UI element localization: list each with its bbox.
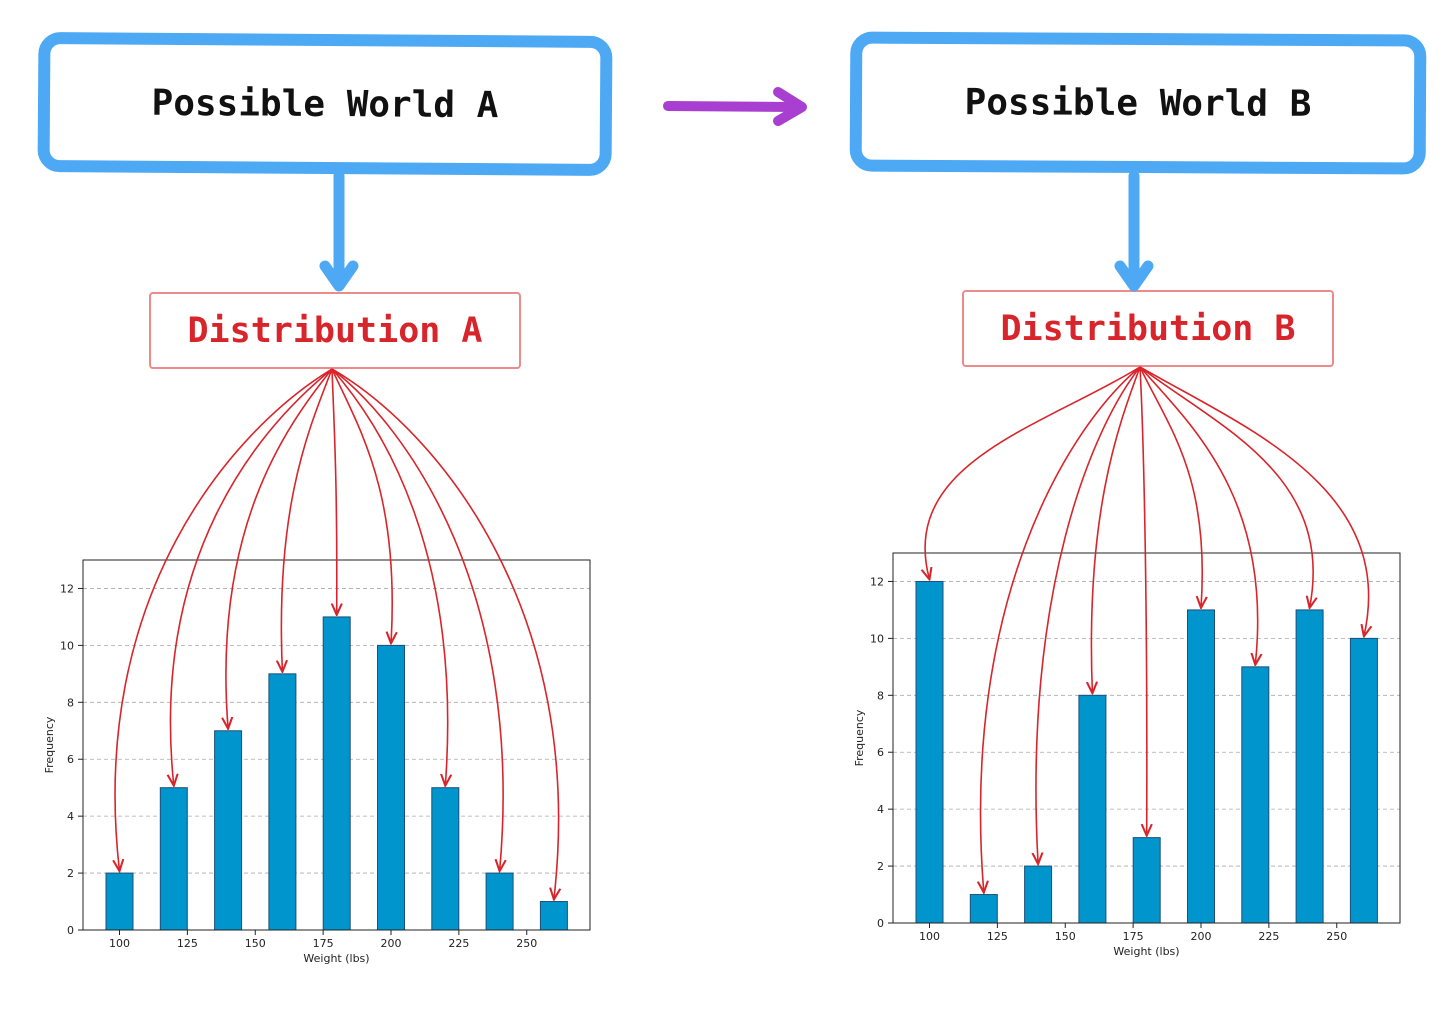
distribution-arrow (226, 368, 333, 729)
histogram-bar (214, 730, 243, 931)
histogram-bar (1132, 837, 1161, 924)
x-axis-label: Weight (lbs) (1113, 945, 1179, 958)
x-tick-label: 175 (1123, 930, 1144, 943)
x-tick-label: 150 (1055, 930, 1076, 943)
distribution-arrow (1091, 366, 1141, 693)
histogram-bar (1078, 694, 1107, 924)
histogram-bar (377, 644, 405, 931)
distribution-arrow (1139, 366, 1258, 665)
histogram-bar (539, 901, 568, 931)
y-tick-label: 10 (870, 632, 884, 645)
x-tick-label: 250 (1326, 930, 1347, 943)
distribution-arrow (331, 368, 503, 871)
x-tick-label: 100 (919, 930, 940, 943)
histogram-bar (915, 580, 944, 924)
distribution-a-label: Distribution A (187, 310, 483, 351)
distribution-arrow (332, 368, 337, 615)
y-tick-label: 8 (877, 689, 884, 702)
distribution-a-arrows (115, 368, 559, 900)
histogram-bar (1187, 609, 1215, 924)
x-tick-label: 250 (516, 937, 537, 950)
y-axis-label: Frequency (853, 709, 866, 766)
x-tick-label: 125 (987, 930, 1008, 943)
y-tick-label: 0 (67, 924, 74, 937)
x-tick-label: 225 (1258, 930, 1279, 943)
distribution-b-box: Distribution B (962, 290, 1334, 367)
x-tick-label: 200 (381, 937, 402, 950)
x-tick-label: 225 (448, 937, 469, 950)
y-tick-label: 4 (67, 810, 74, 823)
world-a-to-distribution-arrow (319, 170, 359, 292)
distribution-arrow (115, 368, 333, 871)
histogram-bar (322, 616, 351, 931)
world-transition-arrow (663, 87, 807, 126)
distribution-arrow (170, 368, 333, 786)
distribution-b-arrows (925, 366, 1369, 893)
x-axis-label: Weight (lbs) (303, 952, 369, 965)
y-tick-label: 4 (877, 803, 884, 816)
y-tick-label: 8 (67, 696, 74, 709)
histogram-bar (1024, 865, 1053, 924)
y-tick-label: 2 (67, 867, 74, 880)
distribution-a-box: Distribution A (149, 292, 521, 369)
y-tick-label: 2 (877, 860, 884, 873)
histogram-bar (1241, 666, 1270, 924)
distribution-arrow (331, 368, 559, 900)
distribution-arrow (981, 366, 1141, 893)
histogram-bar (1295, 609, 1324, 924)
y-tick-label: 6 (67, 753, 74, 766)
y-tick-label: 6 (877, 746, 884, 759)
world-b-to-distribution-arrow (1114, 170, 1154, 292)
distribution-arrow (1139, 366, 1369, 636)
plot-frame (892, 552, 1401, 924)
x-tick-label: 125 (177, 937, 198, 950)
distribution-arrow (331, 368, 448, 786)
histogram-bar (1349, 637, 1378, 924)
y-tick-label: 12 (60, 582, 74, 595)
histogram-bar (485, 872, 514, 931)
histogram-bar (969, 894, 998, 924)
distribution-arrow (281, 368, 333, 672)
x-tick-label: 175 (313, 937, 334, 950)
histogram-bar (268, 673, 297, 931)
histogram-bar (159, 787, 188, 931)
x-tick-label: 200 (1191, 930, 1212, 943)
y-tick-label: 10 (60, 639, 74, 652)
y-tick-label: 12 (870, 575, 884, 588)
y-axis-label: Frequency (43, 716, 56, 773)
x-tick-label: 150 (245, 937, 266, 950)
histogram-bar (105, 872, 134, 931)
distribution-arrow (1036, 366, 1141, 864)
distribution-arrow (1139, 366, 1147, 836)
distribution-arrow (331, 368, 392, 643)
distribution-arrow (1139, 366, 1202, 608)
y-tick-label: 0 (877, 917, 884, 930)
distribution-arrow (1139, 366, 1313, 608)
x-tick-label: 100 (109, 937, 130, 950)
histogram-bar (431, 787, 460, 931)
distribution-arrow (925, 366, 1141, 579)
distribution-b-label: Distribution B (1000, 308, 1296, 349)
